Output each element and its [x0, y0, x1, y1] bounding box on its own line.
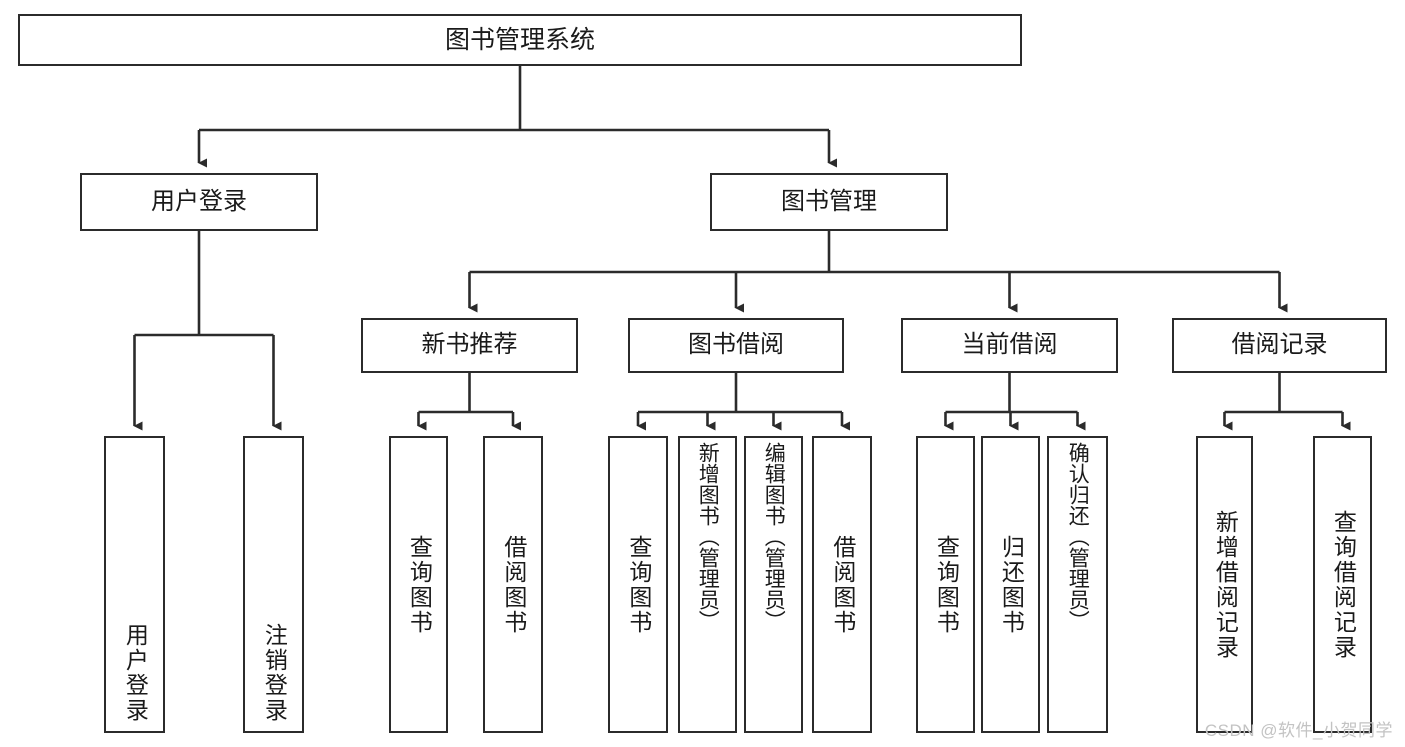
node-current-borrow: 当前借阅 — [901, 318, 1118, 373]
csdn-watermark: CSDN @软件_小贺同学 — [1204, 721, 1393, 740]
node-label-leaf-user-login: 用户登录 — [122, 623, 149, 723]
node-leaf-borrow-book-1: 借阅图书 — [483, 436, 543, 733]
node-label-leaf-logout: 注销登录 — [261, 623, 288, 723]
node-label-leaf-add-book: 新增图书（管理员） — [696, 442, 720, 631]
node-label-borrow-record: 借阅记录 — [1231, 331, 1328, 359]
node-label-root: 图书管理系统 — [444, 26, 595, 54]
node-label-leaf-borrow-book-2: 借阅图书 — [829, 534, 856, 635]
node-label-book-borrow: 图书借阅 — [688, 331, 784, 359]
node-new-book-rec: 新书推荐 — [361, 318, 578, 373]
node-leaf-confirm-return: 确认归还（管理员） — [1047, 436, 1108, 733]
node-leaf-user-login: 用户登录 — [104, 436, 165, 733]
node-label-leaf-query-book-1: 查询图书 — [406, 534, 433, 635]
node-book-borrow: 图书借阅 — [628, 318, 844, 373]
node-user-login: 用户登录 — [80, 173, 318, 231]
node-leaf-borrow-book-2: 借阅图书 — [812, 436, 872, 733]
node-label-leaf-borrow-book-1: 借阅图书 — [500, 534, 527, 635]
node-leaf-query-book-3: 查询图书 — [916, 436, 975, 733]
node-label-leaf-query-record: 查询借阅记录 — [1330, 509, 1357, 660]
node-leaf-query-record: 查询借阅记录 — [1313, 436, 1372, 733]
node-label-book-manage: 图书管理 — [781, 187, 877, 215]
node-leaf-edit-book: 编辑图书（管理员） — [744, 436, 803, 733]
node-label-leaf-return-book: 归还图书 — [998, 534, 1025, 635]
node-label-leaf-query-book-2: 查询图书 — [625, 534, 652, 635]
node-leaf-query-book-2: 查询图书 — [608, 436, 668, 733]
node-label-leaf-confirm-return: 确认归还（管理员） — [1066, 442, 1090, 631]
node-borrow-record: 借阅记录 — [1172, 318, 1387, 373]
node-book-manage: 图书管理 — [710, 173, 948, 231]
node-label-leaf-query-book-3: 查询图书 — [933, 534, 960, 635]
node-root: 图书管理系统 — [18, 14, 1022, 66]
node-leaf-add-record: 新增借阅记录 — [1196, 436, 1253, 733]
node-label-leaf-edit-book: 编辑图书（管理员） — [762, 442, 786, 631]
node-leaf-return-book: 归还图书 — [981, 436, 1040, 733]
node-leaf-logout: 注销登录 — [243, 436, 304, 733]
node-label-leaf-add-record: 新增借阅记录 — [1212, 509, 1239, 660]
node-label-new-book-rec: 新书推荐 — [421, 331, 518, 359]
node-label-user-login: 用户登录 — [151, 187, 247, 215]
node-leaf-add-book: 新增图书（管理员） — [678, 436, 737, 733]
node-leaf-query-book-1: 查询图书 — [389, 436, 448, 733]
node-label-current-borrow: 当前借阅 — [961, 331, 1058, 359]
